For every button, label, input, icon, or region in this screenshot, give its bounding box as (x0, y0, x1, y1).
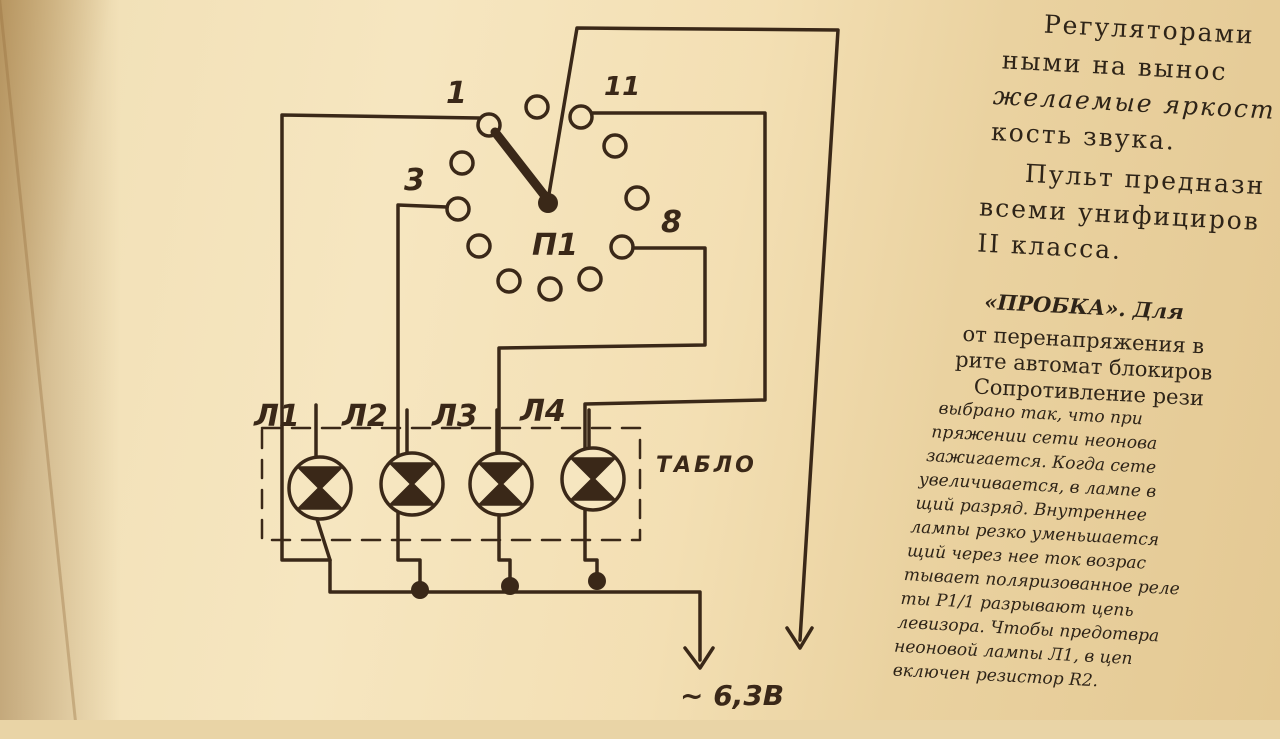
contact-1 (476, 112, 502, 138)
label-lamp-4: Л4 (519, 394, 566, 429)
contact-7 (577, 266, 603, 292)
circuit-schematic: 1 11 3 8 П1 Л1 Л2 Л3 Л4 ТАБЛО ~ 6,3В (253, 26, 840, 712)
junction-lamp2 (411, 581, 429, 599)
label-position-11: 11 (604, 72, 640, 102)
switch-arm (490, 127, 553, 205)
wire-pivot-supply (546, 26, 840, 642)
label-lamp-2: Л2 (341, 399, 388, 434)
wire-contact8-lamp3 (497, 246, 707, 590)
wire-contact3-lamp2 (396, 203, 449, 590)
text-line: кость звука. (990, 116, 1177, 156)
label-switch: П1 (532, 228, 578, 263)
junction-lamp4 (588, 572, 606, 590)
lamp1-lead-bottom (314, 514, 332, 562)
text-line: желаемые яркост (992, 81, 1277, 125)
label-lamp-1: Л1 (253, 399, 300, 434)
switch-contacts (445, 94, 650, 302)
page-fold-shadow (0, 0, 120, 720)
label-position-3: 3 (404, 163, 425, 198)
contact-9 (624, 185, 650, 211)
switch-pivot (538, 193, 558, 213)
contact-4 (466, 233, 492, 259)
panel-frame (260, 426, 642, 542)
lamp-2 (379, 451, 445, 517)
contact-10 (602, 133, 628, 159)
contact-2 (524, 94, 550, 120)
wire-contact11-lamp4 (583, 111, 767, 587)
label-panel: ТАБЛО (656, 453, 757, 478)
text-line: II класса. (976, 228, 1123, 265)
label-position-1: 1 (446, 76, 467, 111)
text-line: всеми унифициров (978, 192, 1261, 237)
text-heading: «ПРОБКА». Для (983, 288, 1185, 325)
contact-12 (449, 150, 475, 176)
supply-arrow-right (785, 626, 814, 650)
contact-11 (568, 104, 594, 130)
text-line: ными на вынос (1001, 45, 1229, 87)
contact-8 (609, 234, 635, 260)
label-supply: ~ 6,3В (680, 679, 784, 712)
lamp-1 (287, 455, 353, 521)
contact-5 (496, 268, 522, 294)
printed-text-column: Регуляторами ными на вынос желаемые ярко… (862, 0, 1279, 739)
contact-3 (445, 196, 471, 222)
label-position-8: 8 (661, 205, 682, 240)
label-lamp-3: Л3 (431, 399, 478, 434)
contact-6 (537, 276, 563, 302)
text-line: Пульт предназн (1024, 158, 1267, 201)
lamp-4 (560, 446, 626, 512)
junction-lamp3 (501, 577, 519, 595)
wire-contact1-lamp1 (280, 113, 702, 662)
lamp-3 (468, 451, 534, 517)
paper-background (0, 0, 1280, 720)
supply-arrow-left (683, 646, 715, 670)
